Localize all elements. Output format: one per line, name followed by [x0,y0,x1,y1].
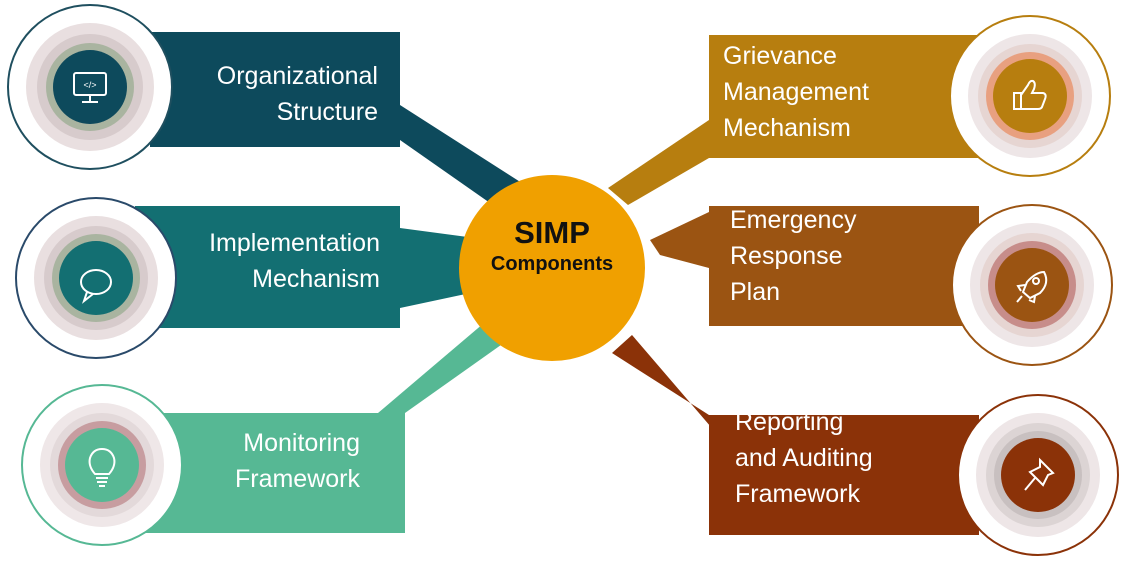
label-monitoring-framework: Monitoring Framework [160,425,360,497]
thumbs-up-icon [1013,79,1047,110]
center-label: SIMP Components [462,215,642,277]
label-line: Implementation [209,229,380,257]
rocket-icon [1016,270,1048,304]
label-line: Mechanism [252,265,380,293]
component-grievance-management-mechanism [608,15,1111,205]
banner-grievance-management-mechanism [709,35,984,158]
svg-text:</>: </> [83,80,96,90]
banner-implementation-mechanism [135,206,400,328]
component-monitoring-framework [21,323,508,546]
label-line: Reporting [735,408,844,436]
label-line: Organizational [216,62,378,90]
label-line: Structure [276,98,378,126]
component-organizational-structure: </> [7,4,525,210]
connector-grievance-management-mechanism [608,120,709,205]
label-line: Framework [735,480,861,508]
connector-implementation-mechanism [400,228,475,308]
center-title: SIMP [514,215,590,250]
banner-organizational-structure [150,32,400,147]
label-organizational-structure: Organizational Structure [160,58,378,130]
label-line: Mechanism [723,114,851,142]
label-line: Emergency [730,206,857,234]
monitor-code-icon: </> [73,72,107,103]
label-line: and Auditing [735,444,873,472]
label-line: Monitoring [243,429,360,457]
center-circle [459,175,645,361]
pushpin-icon [1024,457,1055,491]
label-line: Management [723,78,869,106]
label-line: Framework [234,465,360,493]
lightbulb-icon [88,447,116,487]
label-emergency-response-plan: Emergency Response Plan [730,202,930,310]
label-reporting-and-auditing-framework: Reporting and Auditing Framework [735,404,935,512]
banner-emergency-response-plan [709,206,979,326]
center-subtitle: Components [490,253,614,275]
component-implementation-mechanism [15,197,475,359]
label-line: Grievance [723,42,837,70]
label-implementation-mechanism: Implementation Mechanism [150,225,380,297]
connector-reporting-and-auditing-framework [612,335,735,455]
label-grievance-management-mechanism: Grievance Management Mechanism [723,38,923,146]
label-line: Plan [730,278,781,306]
connector-monitoring-framework [378,323,508,413]
banner-reporting-and-auditing-framework [709,415,979,535]
speech-bubble-icon [80,269,112,304]
connector-emergency-response-plan [650,212,709,268]
component-emergency-response-plan [650,204,1113,366]
component-reporting-and-auditing-framework [612,335,1119,556]
label-line: Response [730,242,843,270]
connector-organizational-structure [400,105,525,210]
